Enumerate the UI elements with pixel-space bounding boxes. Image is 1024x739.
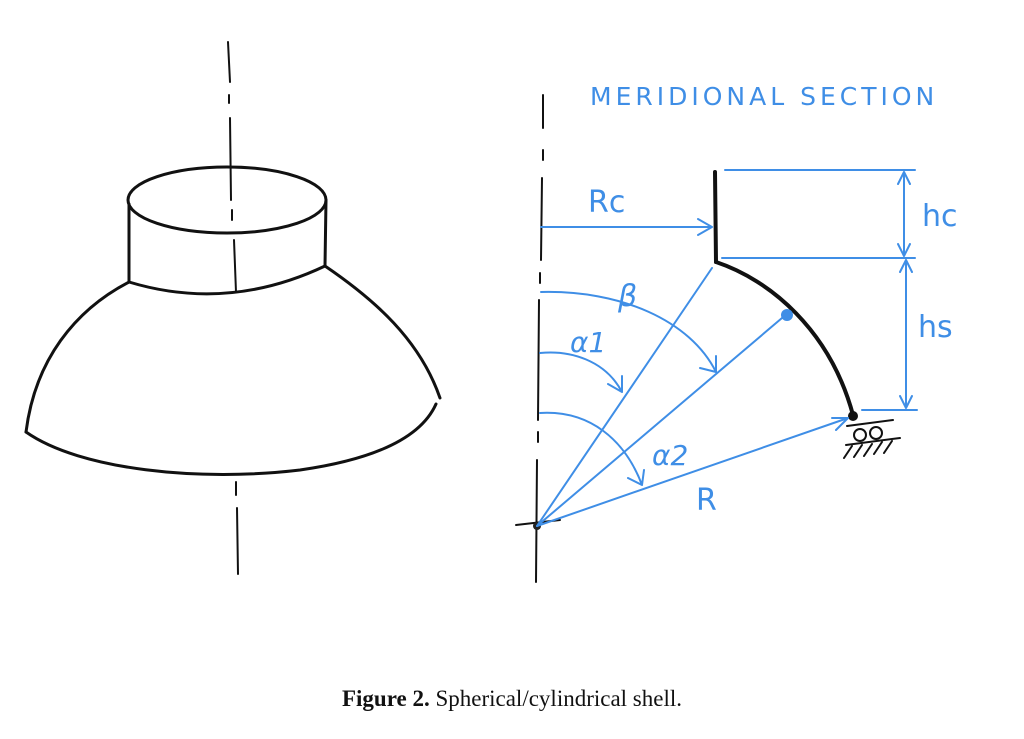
cylinder-top-ellipse <box>126 165 328 235</box>
label-beta: β <box>617 279 637 314</box>
figure-caption-label: Figure 2. <box>341 686 430 711</box>
shell-3d-sketch <box>24 41 442 575</box>
label-hc: hc <box>922 199 958 234</box>
sphere-point <box>781 309 793 321</box>
label-hs: hs <box>918 310 953 345</box>
rc-dimension-line <box>540 218 713 236</box>
sphere-bottom-rim <box>24 402 438 476</box>
roller-support <box>843 411 901 459</box>
radius-to-junction <box>536 267 713 527</box>
cylinder-side-right <box>323 198 328 268</box>
meridional-section: MERIDIONAL SECTION Rc hc <box>515 82 958 583</box>
radius-R <box>536 417 849 527</box>
figure-caption: Figure 2. Spherical/cylindrical shell. <box>0 686 1024 712</box>
symmetry-axis-right <box>535 94 544 583</box>
beta-arc <box>540 290 717 373</box>
sphere-wall <box>714 260 855 417</box>
cylinder-bottom-arc <box>127 264 327 296</box>
symmetry-axis-left <box>227 41 239 575</box>
label-alpha2: α2 <box>652 439 688 472</box>
hs-dimension-line <box>899 259 913 409</box>
sphere-outline-left <box>24 280 131 434</box>
label-rc: Rc <box>588 185 625 220</box>
alpha1-arc <box>539 351 623 393</box>
alpha2-arc <box>539 411 645 486</box>
hc-dimension-line <box>897 171 911 257</box>
cylinder-wall <box>713 170 718 264</box>
section-title: MERIDIONAL SECTION <box>590 82 938 111</box>
figure-caption-text: Spherical/cylindrical shell. <box>435 686 682 711</box>
sphere-outline-right <box>323 264 442 400</box>
radius-to-point <box>536 317 783 527</box>
label-alpha1: α1 <box>570 326 606 359</box>
shell-figure: MERIDIONAL SECTION Rc hc <box>24 41 958 583</box>
label-R: R <box>696 483 717 518</box>
